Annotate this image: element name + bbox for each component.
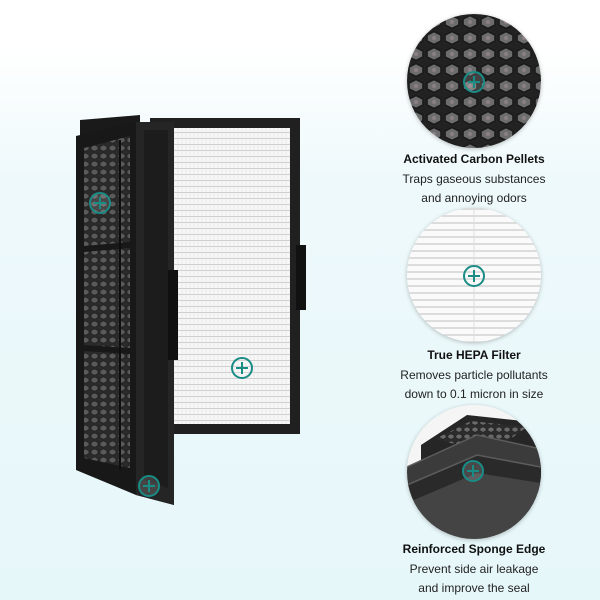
feature-title: True HEPA Filter xyxy=(427,348,521,362)
hepa-detail-hotspot-icon xyxy=(463,265,485,287)
feature-line: Traps gaseous substances xyxy=(402,172,546,186)
feature-sponge-edge: Reinforced Sponge Edge Prevent side air … xyxy=(374,541,574,598)
feature-line: and annoying odors xyxy=(421,191,527,205)
feature-title: Activated Carbon Pellets xyxy=(403,152,545,166)
carbon-filter-panel xyxy=(76,122,178,505)
sponge-closeup-image xyxy=(407,405,541,539)
feature-line: down to 0.1 micron in size xyxy=(404,387,544,401)
carbon-hotspot-icon xyxy=(89,192,111,214)
feature-description: Removes particle pollutants down to 0.1 … xyxy=(374,366,574,404)
feature-line: and improve the seal xyxy=(418,581,530,595)
feature-carbon: Activated Carbon Pellets Traps gaseous s… xyxy=(374,151,574,208)
feature-line: Prevent side air leakage xyxy=(409,562,539,576)
filter-assembly-drawing xyxy=(76,115,306,505)
sponge-hotspot-icon xyxy=(138,475,160,497)
sponge-edge-icon xyxy=(407,405,541,539)
feature-hepa: True HEPA Filter Removes particle pollut… xyxy=(374,347,574,404)
hepa-hotspot-icon xyxy=(231,357,253,379)
feature-line: Removes particle pollutants xyxy=(400,368,548,382)
sponge-detail-hotspot-icon xyxy=(462,460,484,482)
feature-description: Prevent side air leakage and improve the… xyxy=(374,560,574,598)
carbon-detail-hotspot-icon xyxy=(463,71,485,93)
filter-product-illustration xyxy=(76,115,306,505)
hepa-filter-panel xyxy=(150,118,306,434)
feature-description: Traps gaseous substances and annoying od… xyxy=(374,170,574,208)
feature-title: Reinforced Sponge Edge xyxy=(402,542,546,556)
